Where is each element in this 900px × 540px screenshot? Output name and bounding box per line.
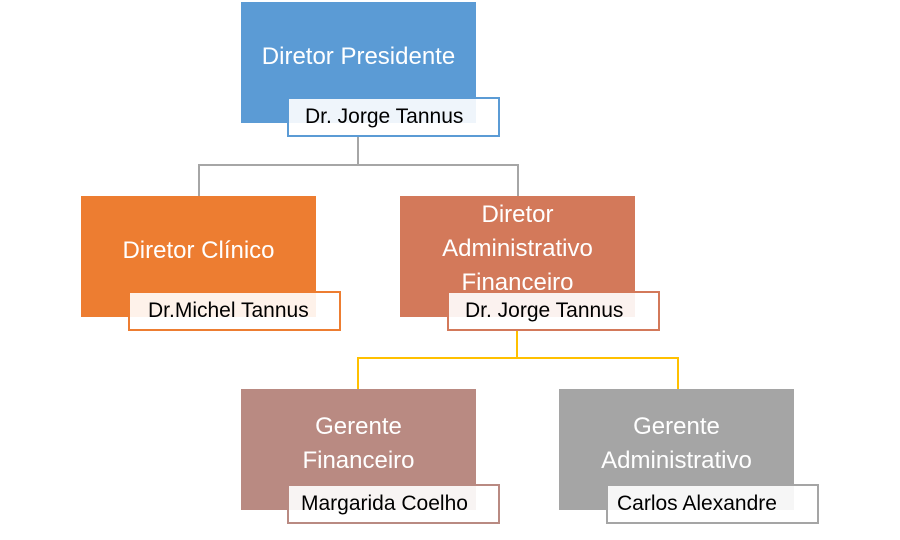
connector [357, 357, 679, 359]
node-name: Dr.Michel Tannus [128, 291, 341, 331]
connector [516, 331, 518, 359]
node-name: Carlos Alexandre [606, 484, 819, 524]
connector [357, 137, 359, 166]
connector [198, 164, 200, 196]
node-title: Diretor Presidente [261, 42, 456, 70]
connector [517, 164, 519, 196]
node-name: Dr. Jorge Tannus [447, 291, 660, 331]
node-name: Margarida Coelho [287, 484, 500, 524]
connector [357, 357, 359, 389]
node-title: Diretor Clínico [122, 236, 275, 264]
node-title: Gerente Financeiro [302, 412, 415, 474]
node-title: Gerente Administrativo [601, 412, 752, 474]
node-title: Diretor Administrativo Financeiro [442, 201, 593, 296]
connector [198, 164, 519, 166]
connector [677, 357, 679, 389]
node-name: Dr. Jorge Tannus [287, 97, 500, 137]
